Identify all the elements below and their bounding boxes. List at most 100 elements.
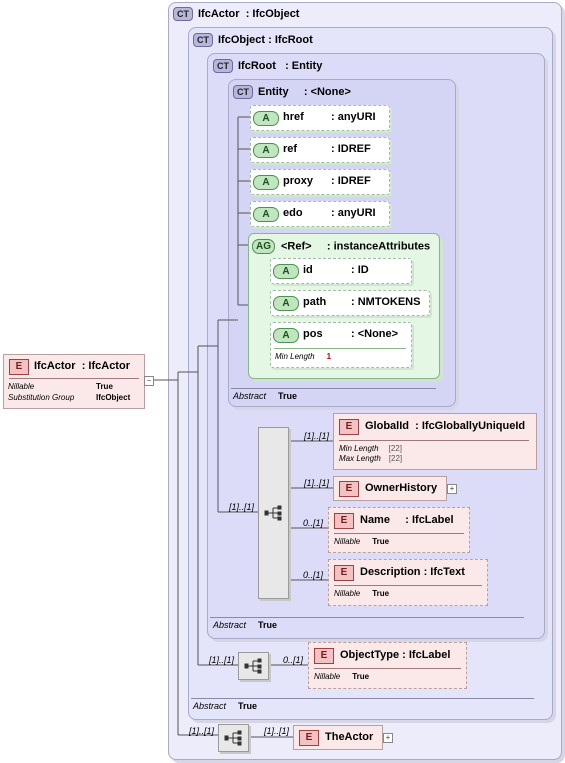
attribute-proxy: A proxy : IDREF [250,169,390,195]
attribute-type: : <None> [351,328,399,340]
ifcroot-footer-divider [210,617,524,618]
prop-label: Substitution Group [8,393,75,402]
attribute-group-type: : instanceAttributes [326,240,431,253]
e-icon: E [9,359,29,375]
attribute-type: : IDREF [331,143,371,155]
ct-name: Entity [258,85,289,98]
entity-footer-divider [231,388,436,389]
divider [274,348,406,349]
element-globalid[interactable]: E GlobalId : IfcGloballyUniqueId Min Len… [333,413,537,470]
attribute-group-header: AG <Ref> : instanceAttributes [252,239,430,254]
sequence-icon [244,658,262,674]
prop-value: IfcObject [96,393,131,402]
sequence-cardinality: [1]..[1] [189,726,215,736]
sequence-cardinality: [1]..[1] [229,502,255,512]
ct-name: IfcObject [218,33,266,46]
ct-base: : <None> [303,85,351,98]
root-element-ifcactor[interactable]: E IfcActor : IfcActor Nillable True Subs… [3,354,145,409]
ownerhistory-cardinality: [1]..[1] [304,478,330,488]
attribute-name: ref [283,143,298,155]
element-name: OwnerHistory [365,482,438,494]
sequence-icon [224,730,242,746]
a-icon: A [253,207,279,222]
ifcobject-footer-divider [191,698,534,699]
attribute-group-name: <Ref> [281,240,312,253]
attribute-name: pos [303,328,323,340]
element-name: IfcActor : IfcActor [34,360,130,372]
ct-icon: CT [193,33,213,47]
element-ownerhistory[interactable]: E OwnerHistory [333,476,447,501]
ct-name: IfcRoot [238,59,276,72]
sequence-ifcobject[interactable] [238,652,269,680]
e-icon: E [314,648,334,664]
attribute-name: path [303,296,327,308]
sequence-icon [264,505,282,521]
e-icon: E [299,730,319,746]
attribute-path: A path : NMTOKENS [270,290,430,316]
e-icon: E [339,481,359,497]
element-name: Description : IfcText [360,566,465,578]
collapse-icon[interactable]: − [144,376,154,386]
prop-value: True [96,382,113,391]
sequence-cardinality: [1]..[1] [209,655,235,665]
ct-base: : IfcObject [245,7,300,20]
divider [334,533,464,534]
element-name: ObjectType : IfcLabel [340,649,451,661]
globalid-max-length: Max Length[22] [339,454,403,463]
attribute-ref: A ref : IDREF [250,137,390,163]
divider [339,440,529,441]
a-icon: A [253,175,279,190]
globalid-min-length: Min Length[22] [339,444,402,453]
expand-icon[interactable]: + [447,484,457,494]
divider [334,585,482,586]
attribute-id: A id : ID [270,258,412,284]
objecttype-cardinality: 0..[1] [283,655,304,665]
e-icon: E [334,513,354,529]
root-prop-substitution-group: Substitution Group IfcObject [8,393,144,403]
prop-label: Nillable [8,382,35,391]
attribute-edo: A edo : anyURI [250,201,390,227]
globalid-cardinality: [1]..[1] [304,431,330,441]
e-icon: E [334,565,354,581]
sequence-ifcroot[interactable] [258,427,289,599]
description-cardinality: 0..[1] [303,570,324,580]
complex-type-ifcactor-header: CT IfcActor : IfcObject [173,7,299,21]
attribute-name: proxy [283,175,313,187]
root-prop-nillable: Nillable True [8,382,144,392]
element-name: TheActor [325,731,374,743]
theactor-cardinality: [1]..[1] [264,726,290,736]
ag-icon: AG [252,239,275,254]
complex-type-entity-header: CT Entity : <None> [233,85,351,99]
divider [314,668,461,669]
ct-icon: CT [173,7,193,21]
attribute-type: : IDREF [331,175,371,187]
ct-base: : Entity [285,59,323,72]
attribute-type: : NMTOKENS [351,296,421,308]
attribute-name: edo [283,207,303,219]
element-theactor[interactable]: E TheActor [293,725,383,750]
element-name: Name : IfcLabel [360,514,454,526]
expand-icon[interactable]: + [383,733,393,743]
attribute-name: id [303,264,313,276]
a-icon: A [273,296,299,311]
ct-name: IfcActor [198,7,240,20]
element-name: GlobalId : IfcGloballyUniqueId [365,420,526,432]
name-cardinality: 0..[1] [303,518,324,528]
a-icon: A [253,111,279,126]
a-icon: A [253,143,279,158]
ct-icon: CT [233,85,253,99]
sequence-ifcactor[interactable] [218,724,249,752]
